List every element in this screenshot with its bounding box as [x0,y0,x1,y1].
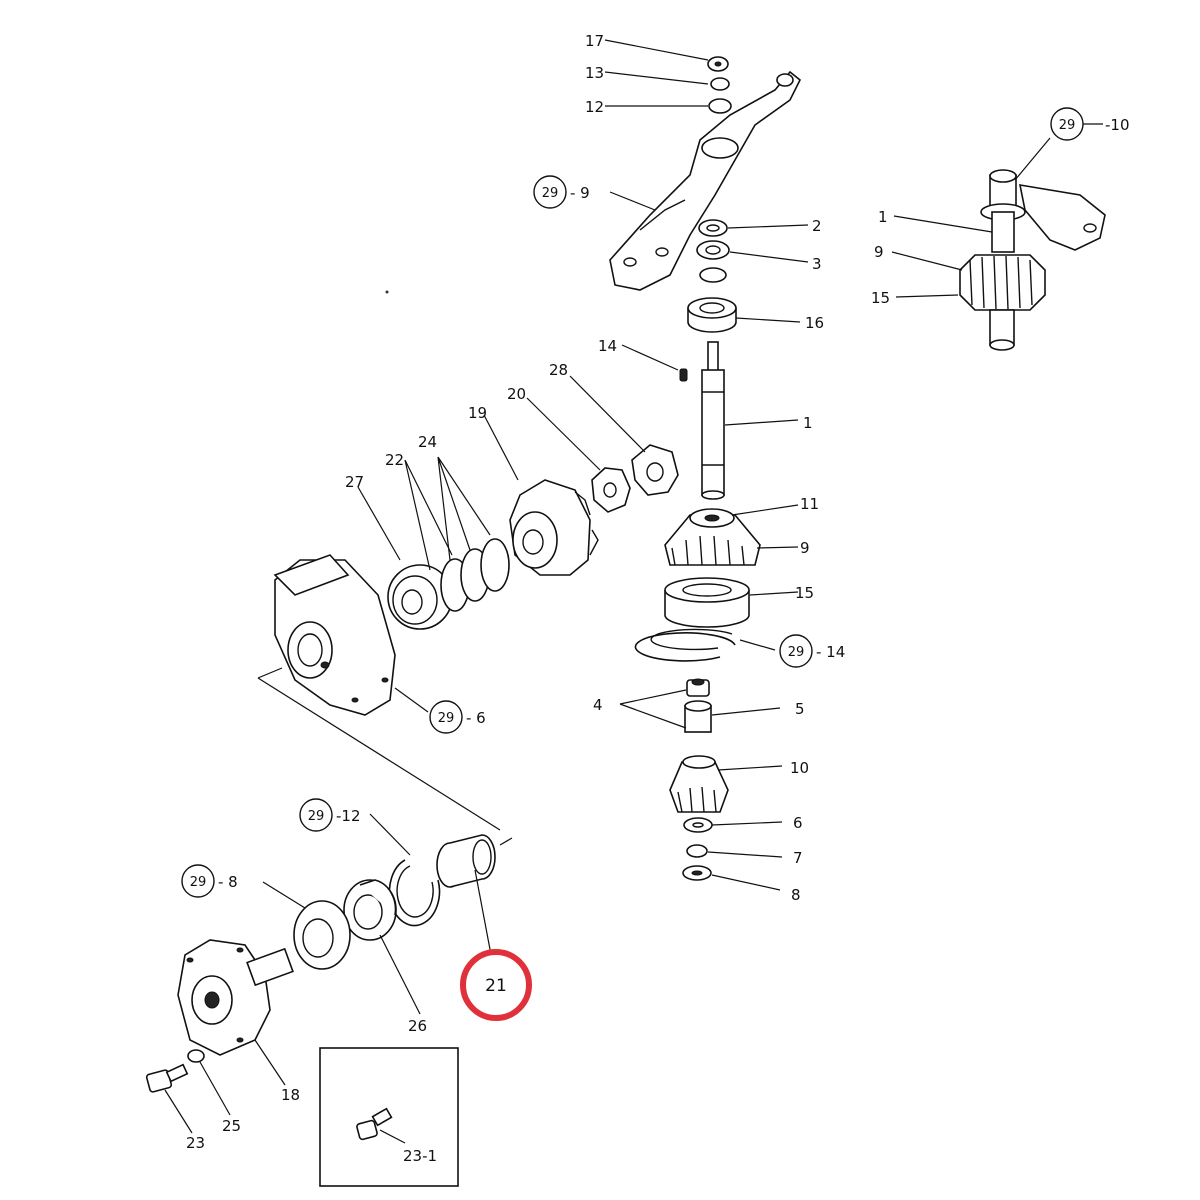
gear-20 [591,467,631,513]
washer-25 [187,1049,205,1063]
ref-badge-29-10: 29 -10 [1050,107,1130,141]
label-22: 22 [385,451,404,469]
ref-badge-29-14-suffix: - 14 [816,643,845,661]
label-11: 11 [800,495,819,513]
gear-19 [509,479,599,576]
spring-washers-22-24 [440,538,510,612]
seal-29-8 [293,900,351,970]
ref-badge-29-9-suffix: - 9 [570,184,590,202]
label-4: 4 [593,696,603,714]
steering-arm [609,70,802,291]
ref-badge-29-14-num: 29 [788,645,805,660]
label-9-right: 9 [874,243,884,261]
label-23: 23 [186,1134,205,1152]
ref-badge-29-10-num: 29 [1059,118,1076,133]
washer-7 [686,844,708,858]
label-9: 9 [800,539,810,557]
label-12: 12 [585,98,604,116]
vertical-shaft-1 [701,341,725,500]
label-27: 27 [345,473,364,491]
bushing-21 [436,834,496,888]
label-23-1: 23-1 [403,1147,437,1165]
seal-3 [696,240,730,260]
ref-badge-29-6-suffix: - 6 [466,709,486,727]
label-24: 24 [418,433,437,451]
snap-ring-29-12 [388,859,441,927]
label-1-shaft: 1 [803,414,813,432]
label-19: 19 [468,404,487,422]
ref-badge-29-8: 29 - 8 [181,864,238,898]
ref-badge-29-10-suffix: -10 [1105,116,1130,134]
bevel-gear-9 [664,508,761,566]
bolt-23 [145,1063,189,1093]
housing-29-6 [273,554,396,716]
label-14: 14 [598,337,617,355]
washer-2 [698,219,728,237]
ref-badge-29-8-suffix: - 8 [218,873,238,891]
label-15: 15 [795,584,814,602]
label-28: 28 [549,361,568,379]
leader-lines [164,39,1103,1144]
key-14 [679,368,688,382]
highlight-badge-21: 21 [460,949,532,1021]
label-15-right: 15 [871,289,890,307]
ring [699,267,727,283]
highlight-badge-21-label: 21 [485,976,507,996]
shaft-gear-subassembly [959,169,1106,351]
washer-8 [682,865,712,881]
axle-flange-18 [177,939,294,1056]
label-2: 2 [812,217,822,235]
bearing-26 [343,879,397,941]
ref-badge-29-9-num: 29 [542,186,559,201]
snap-ring-29-14 [634,628,736,662]
washer-6 [683,817,713,833]
ref-badge-29-12-num: 29 [308,809,325,824]
bearing-15 [664,577,750,628]
label-20: 20 [507,385,526,403]
ref-badge-29-12: 29 -12 [299,798,361,832]
nut-17 [707,56,729,72]
ref-badge-29-6-num: 29 [438,711,455,726]
label-5: 5 [795,700,805,718]
washer-12 [708,98,732,114]
label-3: 3 [812,255,822,273]
label-16: 16 [805,314,824,332]
label-26: 26 [408,1017,427,1035]
label-10: 10 [790,759,809,777]
inset-box [319,1047,459,1187]
label-17: 17 [585,32,604,50]
washer-13 [710,77,730,91]
label-8: 8 [791,886,801,904]
label-13: 13 [585,64,604,82]
ref-badge-29-12-suffix: -12 [336,807,361,825]
ref-badge-29-8-num: 29 [190,875,207,890]
spacer-5 [684,700,712,733]
label-18: 18 [281,1086,300,1104]
bearing-16 [687,297,737,333]
collar-28 [631,444,679,496]
ref-badge-29-9: 29 - 9 [533,175,590,209]
ref-badge-29-14: 29 - 14 [779,634,845,668]
nut-4 [686,678,710,697]
label-7: 7 [793,849,803,867]
bevel-gear-10 [669,755,729,813]
label-25: 25 [222,1117,241,1135]
part-labels: 17 13 12 2 3 16 1 9 15 14 28 20 19 24 22… [186,32,890,1165]
ref-badge-29-6: 29 - 6 [429,700,486,734]
label-6: 6 [793,814,803,832]
label-1-right: 1 [878,208,888,226]
